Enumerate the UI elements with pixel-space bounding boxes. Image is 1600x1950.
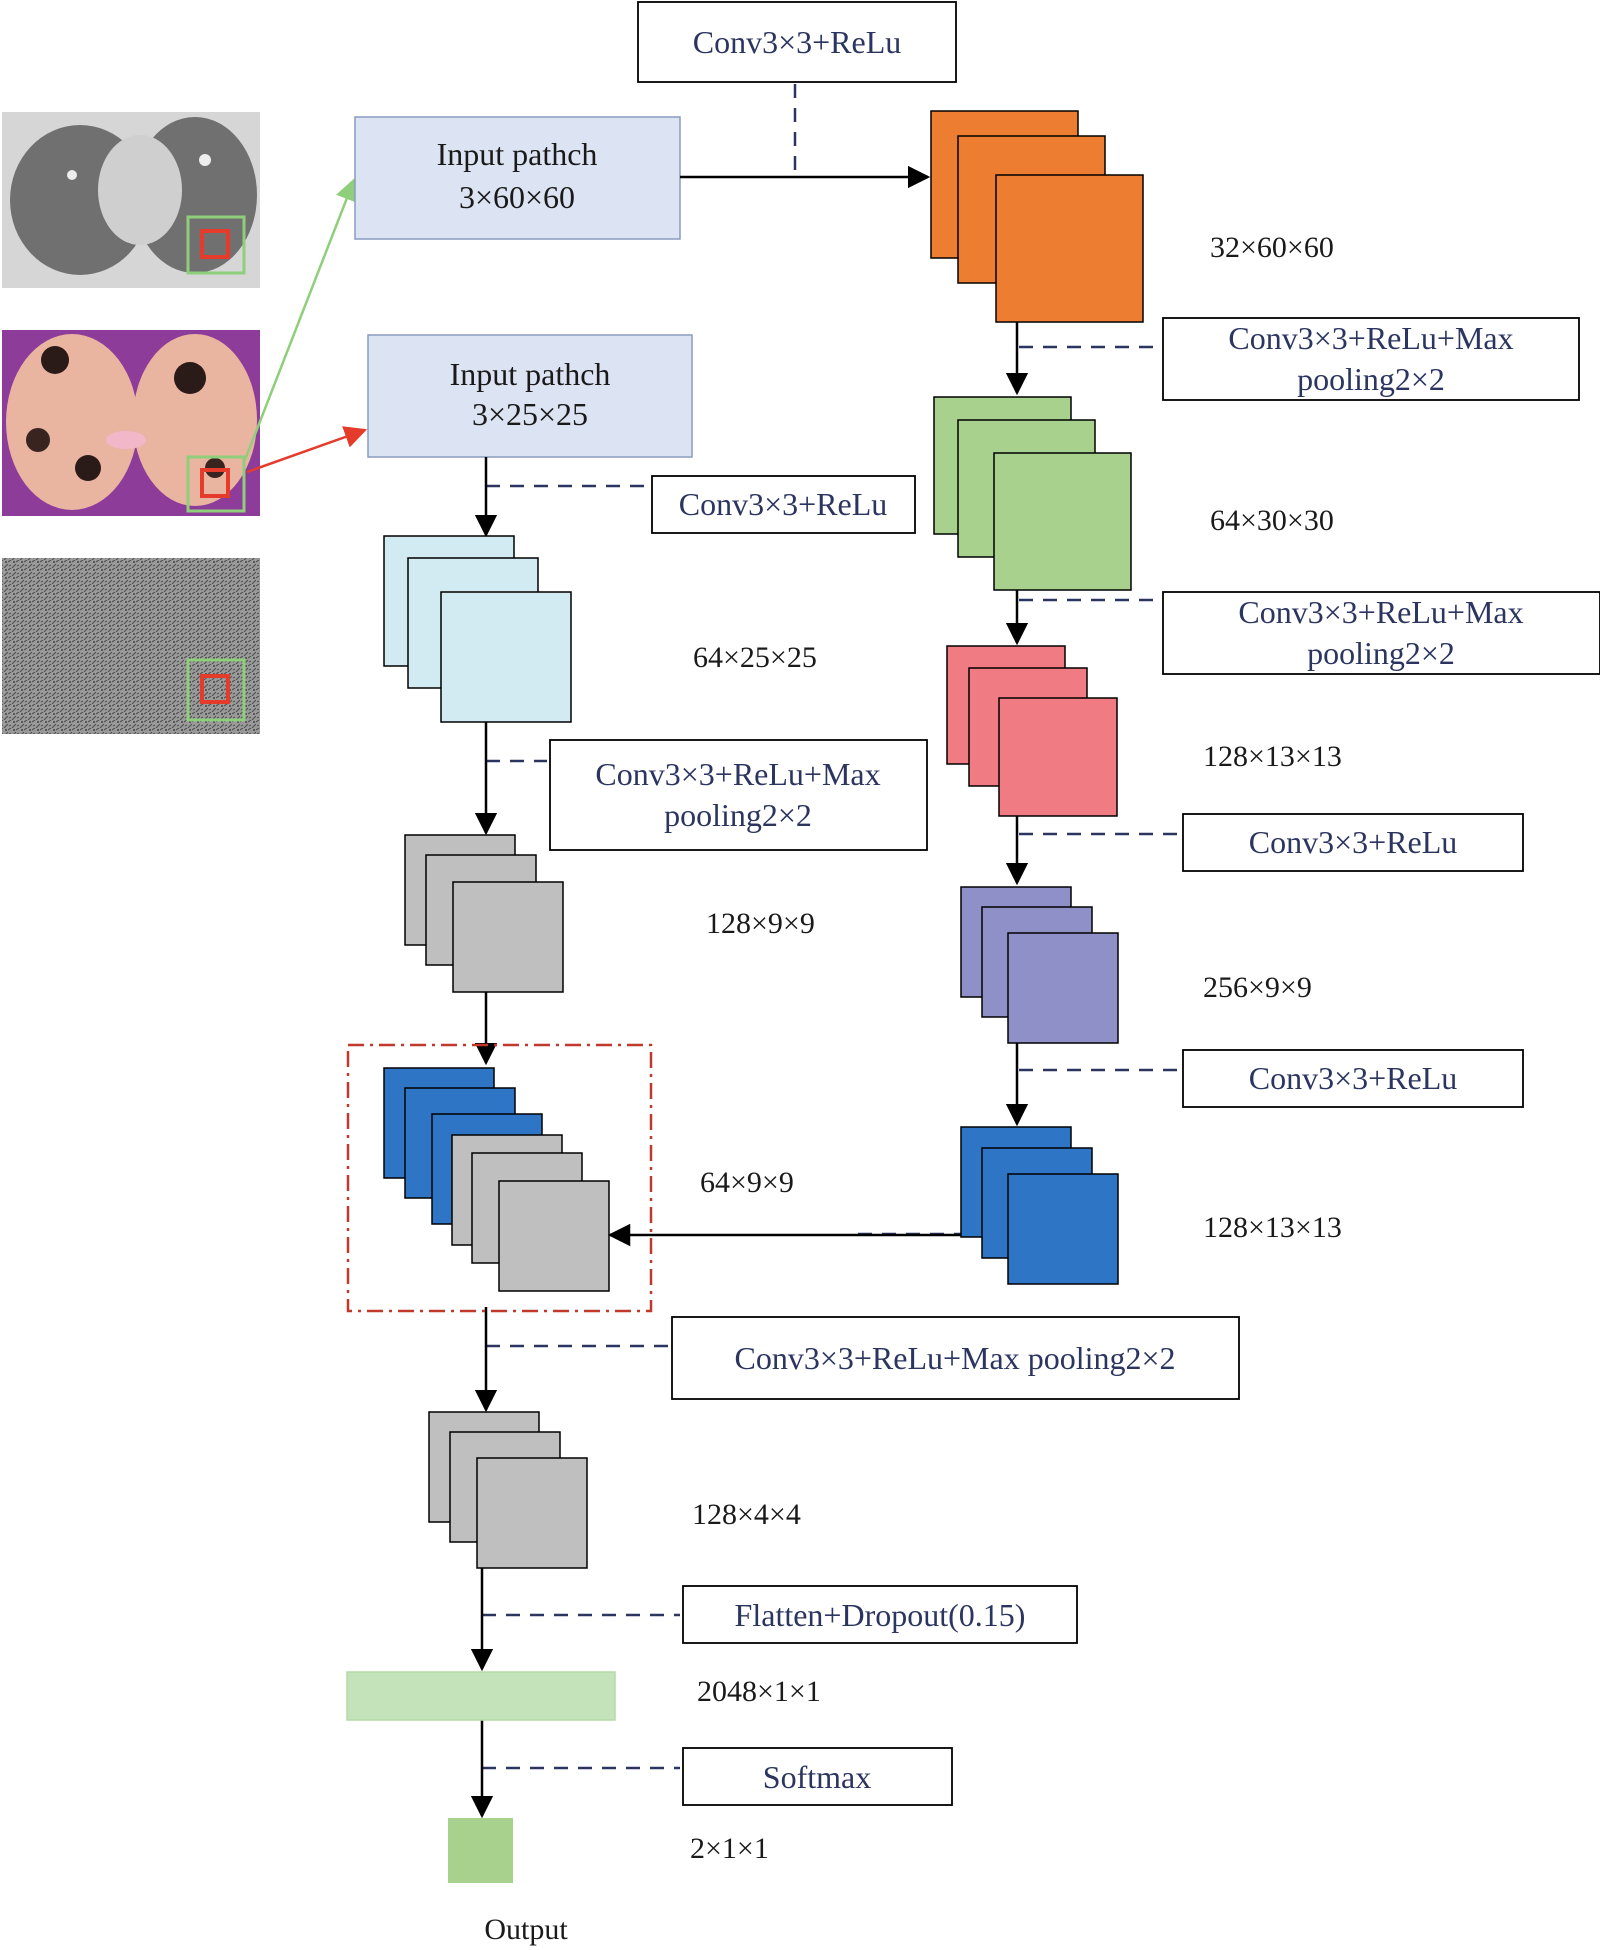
merge-frame [346,1043,653,1313]
dims-left-4: 128×4×4 [692,1498,801,1531]
output-block [448,1818,513,1883]
op-box-right-pool-2 [1162,591,1600,675]
thumbnail-ct-slice [2,112,260,288]
thumbnail-segmented-lung [2,330,260,516]
op-box-right-pool-1 [1162,317,1580,401]
dims-right-1: 32×60×60 [1210,231,1334,264]
op-box-left-conv-1 [651,475,916,534]
op-softmax-label: Softmax [763,1759,871,1795]
op-box-softmax [682,1747,953,1806]
feature-map-right-128x13x13-b [960,1126,1119,1285]
dims-left-3: 64×9×9 [700,1166,794,1199]
dims-output: 2×1×1 [690,1832,769,1865]
op-box-right-conv-top [637,1,957,83]
op-right-pool-1-line1: Conv3×3+ReLu+Max [1228,320,1513,356]
op-flatten-label: Flatten+Dropout(0.15) [735,1597,1026,1633]
arrow-to-patch-60 [243,177,358,461]
input-patch-60-title: Input pathch [437,136,598,172]
op-right-conv-3-label: Conv3×3+ReLu [1249,824,1458,860]
arrow-to-patch-25 [246,426,368,474]
feature-map-left-64x9x9-merged [383,1067,610,1292]
op-left-pool-1-line2: pooling2×2 [664,797,812,833]
input-patch-25: Input pathch 3×25×25 [367,334,693,458]
dims-left-2: 128×9×9 [706,907,815,940]
feature-map-left-64x25x25 [383,535,572,723]
op-box-merge-pool [671,1316,1240,1400]
feature-map-right-64x30x30 [933,396,1132,591]
feature-map-left-128x4x4 [428,1411,588,1569]
op-box-right-conv-4 [1182,1049,1524,1108]
input-patch-60: Input pathch 3×60×60 [354,116,681,240]
input-patch-25-title: Input pathch [450,356,611,392]
feature-map-right-256x9x9 [960,886,1119,1044]
input-patch-60-dims: 3×60×60 [459,179,575,215]
op-left-pool-1-line1: Conv3×3+ReLu+Max [595,756,880,792]
dims-left-1: 64×25×25 [693,641,817,674]
feature-map-right-128x13x13 [946,645,1118,817]
op-left-conv-1-label: Conv3×3+ReLu [679,486,888,522]
dims-dense: 2048×1×1 [697,1675,821,1708]
dims-right-2: 64×30×30 [1210,504,1334,537]
input-patch-25-dims: 3×25×25 [472,396,588,432]
op-box-flatten [682,1585,1078,1644]
op-right-pool-1-line2: pooling2×2 [1297,361,1445,397]
op-right-pool-2-line1: Conv3×3+ReLu+Max [1238,594,1523,630]
feature-map-left-128x9x9 [404,834,564,993]
op-right-conv-4-label: Conv3×3+ReLu [1249,1060,1458,1096]
op-right-pool-2-line2: pooling2×2 [1307,635,1455,671]
thumbnail-texture-map [2,558,260,734]
output-label: Output [484,1913,568,1946]
dims-right-4: 256×9×9 [1203,971,1312,1004]
op-box-left-pool-1 [549,739,928,851]
op-merge-pool-label: Conv3×3+ReLu+Max pooling2×2 [734,1340,1175,1376]
dense-layer-block [346,1671,616,1721]
op-right-conv-top-label: Conv3×3+ReLu [693,24,902,60]
op-box-right-conv-3 [1182,813,1524,872]
dims-right-3: 128×13×13 [1203,740,1342,773]
feature-map-right-32x60x60 [930,110,1144,323]
dims-right-5: 128×13×13 [1203,1211,1342,1244]
